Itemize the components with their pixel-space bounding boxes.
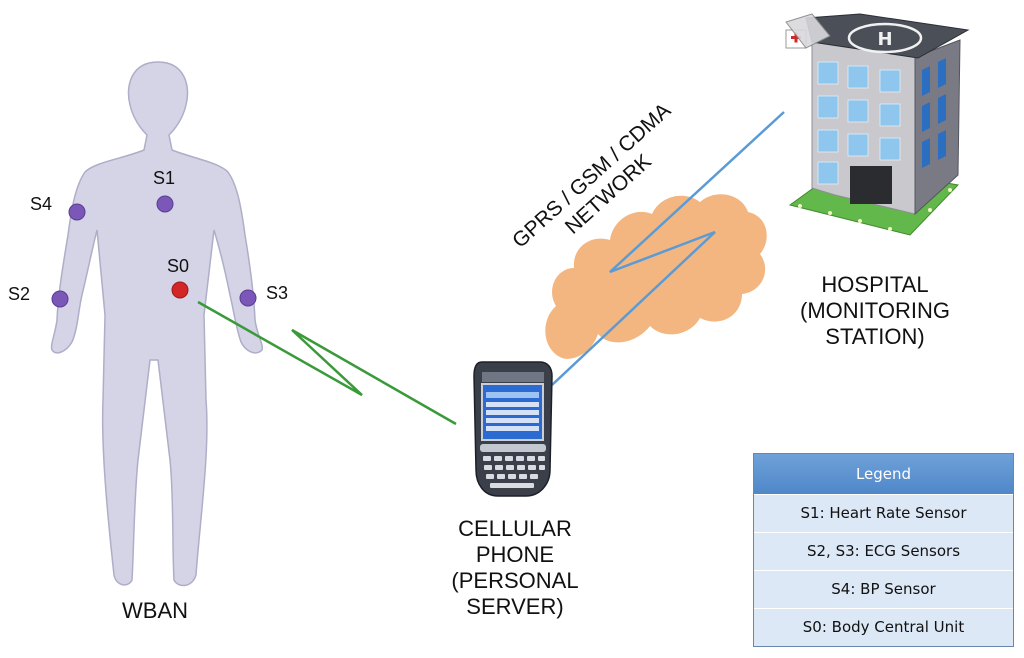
phone-label-line-4: SERVER) xyxy=(466,594,564,619)
sensor-label-s0: S0 xyxy=(167,256,190,276)
hospital-label-line-3: STATION) xyxy=(825,324,925,349)
sensor-s0 xyxy=(171,281,189,299)
legend-item-s2-s3: S2, S3: ECG Sensors xyxy=(754,532,1013,570)
legend-item-s4: S4: BP Sensor xyxy=(754,570,1013,608)
sensor-s4 xyxy=(68,203,86,221)
sensor-label-s3: S3 xyxy=(266,283,289,303)
hospital-building-icon: H xyxy=(785,13,970,236)
sensor-label-s1: S1 xyxy=(153,168,176,188)
body-to-phone-link xyxy=(197,300,457,426)
hospital-label-line-2: (MONITORING xyxy=(800,298,950,323)
helipad-h-icon: H xyxy=(877,29,892,50)
phone-label: CELLULAR PHONE (PERSONAL SERVER) xyxy=(430,516,600,620)
legend-table: Legend S1: Heart Rate Sensor S2, S3: ECG… xyxy=(753,453,1014,647)
cellular-phone-icon xyxy=(473,361,553,497)
phone-label-line-2: PHONE xyxy=(475,542,555,567)
legend-item-s0: S0: Body Central Unit xyxy=(754,608,1013,646)
sensor-s2 xyxy=(51,290,69,308)
hospital-label-line-1: HOSPITAL xyxy=(821,272,929,297)
phone-label-line-3: (PERSONAL xyxy=(451,568,579,593)
hospital-label: HOSPITAL (MONITORING STATION) xyxy=(785,272,965,350)
sensor-label-s4: S4 xyxy=(30,194,53,214)
sensor-s3 xyxy=(239,289,257,307)
wban-label: WBAN xyxy=(122,598,188,623)
legend-title: Legend xyxy=(754,454,1013,494)
phone-label-line-1: CELLULAR xyxy=(458,516,572,541)
legend-item-s1: S1: Heart Rate Sensor xyxy=(754,494,1013,532)
cellular-network-link xyxy=(551,111,785,386)
human-body-icon xyxy=(50,61,264,587)
sensor-label-s2: S2 xyxy=(8,284,31,304)
sensor-s1 xyxy=(156,195,174,213)
